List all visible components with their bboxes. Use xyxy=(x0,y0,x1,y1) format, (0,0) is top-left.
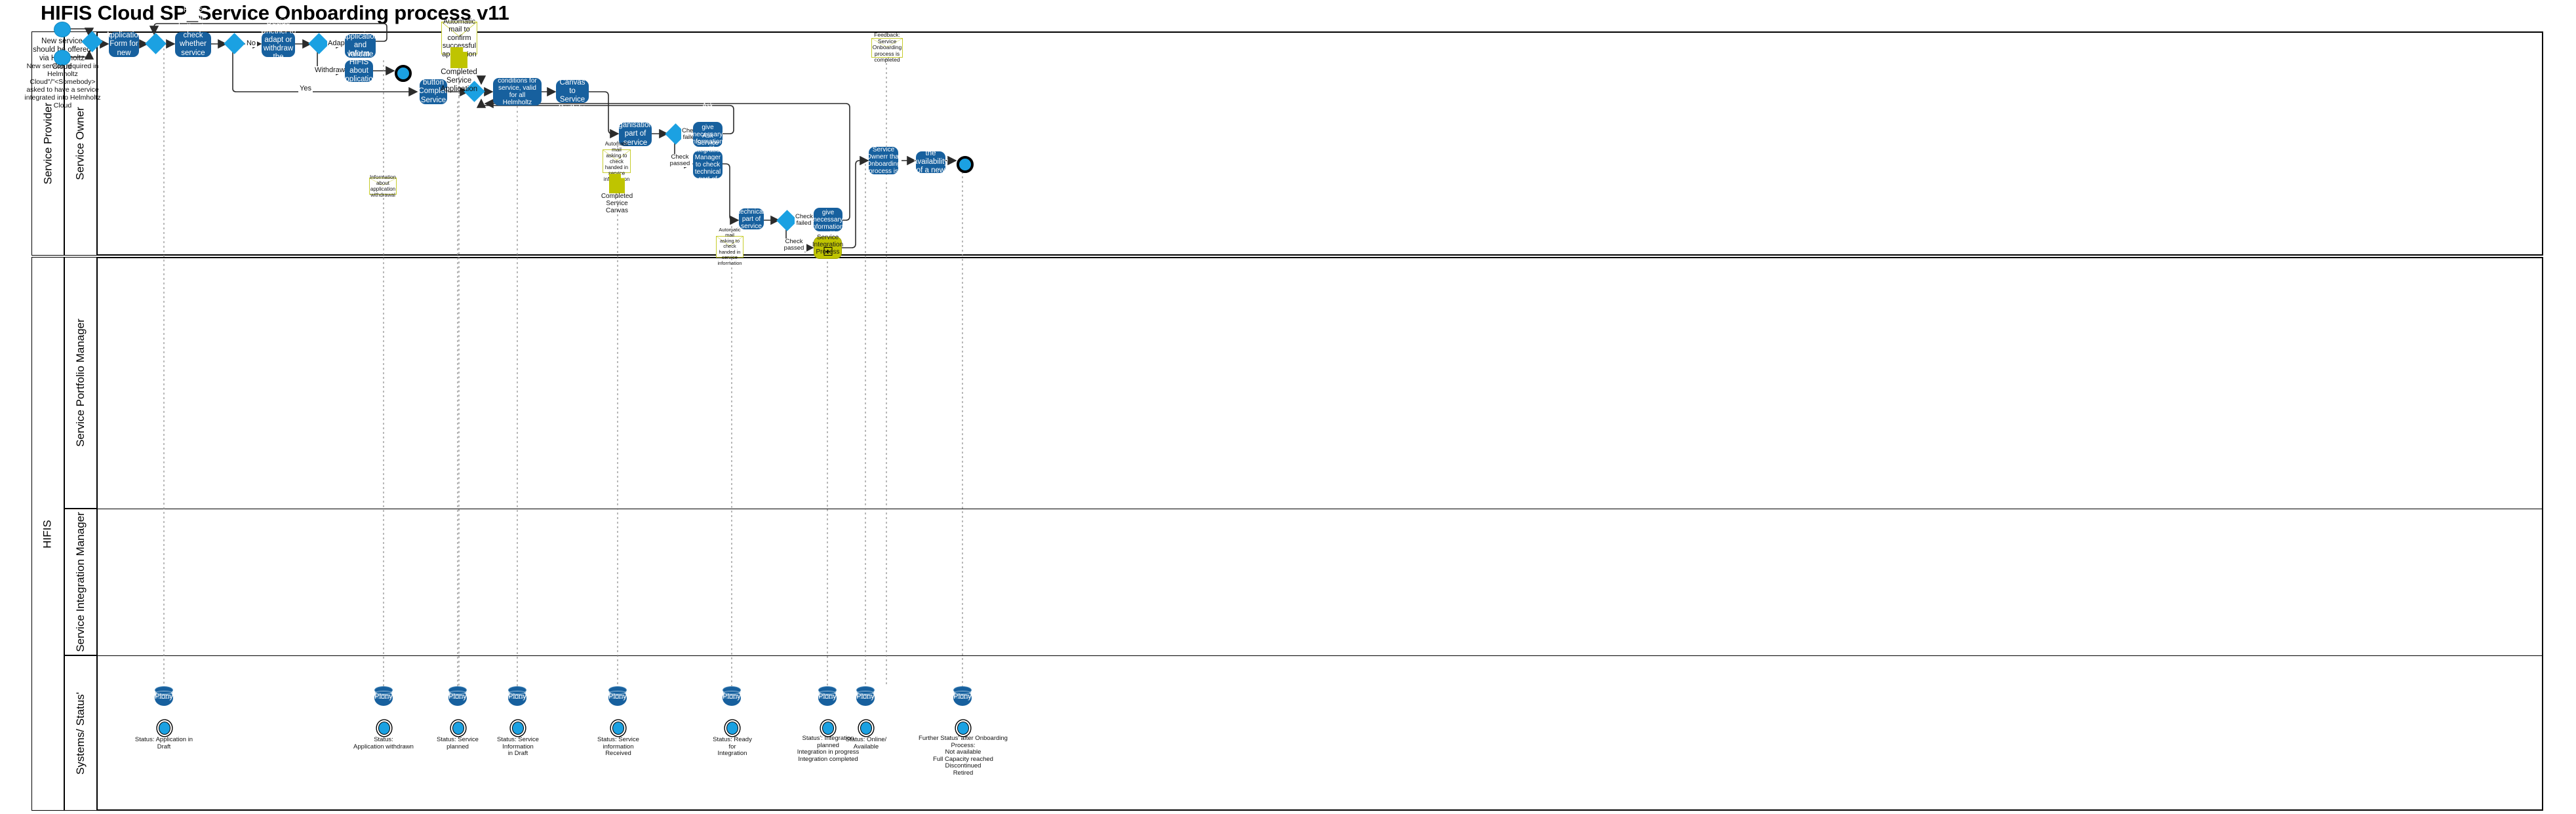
task-check-technical-part[interactable]: Check technical part of service informat… xyxy=(735,201,768,237)
status-event-4[interactable] xyxy=(512,722,524,735)
end-event-application-withdrawn[interactable] xyxy=(395,65,412,82)
task-inform-hifis-about-withdrawal[interactable]: Inform HIFIS about application withdrawa… xyxy=(341,50,377,92)
datastore-label-1: Plony xyxy=(155,693,173,701)
datastore-plony-3: Plony xyxy=(448,686,467,706)
lane-header-systems-status: Systems/ Status' xyxy=(64,655,97,811)
datastore-label-8: Plony xyxy=(856,693,875,701)
lane-label-systems-status: Systems/ Status' xyxy=(74,691,87,775)
task-ask-service-owner-info-integration[interactable]: Ask Service Owner to give necessary info… xyxy=(810,187,846,252)
datastore-plony-8: Plony xyxy=(856,686,875,706)
pool-hifis xyxy=(31,257,2543,811)
lane-body-left-border xyxy=(97,257,98,811)
datastore-plony-7: Plony xyxy=(818,686,837,706)
status-label-2: Status: Application withdrawn xyxy=(353,736,414,750)
task-adapt-application-validate-again[interactable]: Adapt application and validate again xyxy=(342,24,378,67)
status-label-3: Status: Service planned xyxy=(437,736,479,750)
datastore-label-2: Plony xyxy=(374,693,393,701)
datastore-plony-9: Plony xyxy=(953,686,972,706)
status-event-1[interactable] xyxy=(159,722,170,735)
datastore-label-4: Plony xyxy=(508,693,526,701)
status-event-3[interactable] xyxy=(452,722,464,735)
edge-label-check-passed-integration: Check passed xyxy=(782,239,806,252)
pool-header-hifis: HIFIS xyxy=(31,257,64,811)
datastore-plony-5: Plony xyxy=(608,686,627,706)
data-object-d1-label: Completed Service Application xyxy=(440,68,478,93)
datastore-label-9: Plony xyxy=(953,693,972,701)
status-label-6: Status: Ready for Integration xyxy=(713,736,752,757)
datastore-label-6: Plony xyxy=(723,693,741,701)
data-object-completed-service-canvas xyxy=(609,174,625,193)
lane-label-service-portfolio-manager: Service Portfolio Manager xyxy=(74,319,87,447)
lane-header-service-integration-manager: Service Integration Manager xyxy=(64,509,97,655)
end-event-onboarding-complete[interactable] xyxy=(957,156,974,173)
start-event-new-service-required[interactable] xyxy=(54,50,71,66)
status-label-5: Status: Service information Received xyxy=(597,736,639,757)
datastore-plony-4: Plony xyxy=(508,686,526,706)
datastore-label-7: Plony xyxy=(818,693,837,701)
pool-label-service-provider: Service Provider xyxy=(41,102,54,185)
datastore-plony-2: Plony xyxy=(374,686,393,706)
lane-header-service-portfolio-manager: Service Portfolio Manager xyxy=(64,257,97,509)
message-im1-text: Automatic mail asking to check handed in… xyxy=(717,226,742,266)
datastore-plony-1: Plony xyxy=(155,686,173,706)
status-label-9: Further Status' after Onboarding Process… xyxy=(919,735,1008,777)
lane-divider-2 xyxy=(64,655,2543,656)
edge-label-withdraw: Withdraw xyxy=(314,66,345,74)
message-pm1-text: Automatic mail asking to check handed in… xyxy=(604,140,630,182)
status-label-8: Status: Online/ Available xyxy=(845,736,887,750)
task-fill-out-application-form[interactable]: Fill out Application Form for new servic… xyxy=(105,23,143,66)
status-label-4: Status: Service Information in Draft xyxy=(497,736,539,757)
pool-label-hifis: HIFIS xyxy=(41,519,54,549)
message-automatic-mail-check-service-info-integration: Automatic mail asking to check handed in… xyxy=(716,226,743,266)
message-pm2-text: Information about application withdrawal xyxy=(369,174,397,198)
subprocess-service-integration-process[interactable]: Service Integration Process + xyxy=(812,233,844,259)
pool-service-provider xyxy=(31,31,2543,256)
datastore-label-3: Plony xyxy=(448,693,467,701)
edge-label-check-passed-portfolio: Check passed xyxy=(667,154,692,167)
task-ask-service-integration-manager[interactable]: Ask Service Integration Manager to check… xyxy=(691,132,724,197)
task-press-validate-button[interactable]: Press validate button to check whether s… xyxy=(175,6,211,83)
task-inform-service-owner-completed[interactable]: Inform Service Ownerr that Onboarding pr… xyxy=(866,139,901,182)
edge-label-adapt: Adapt xyxy=(327,39,347,47)
lane-label-service-integration-manager: Service Integration Manager xyxy=(74,512,87,652)
task-send-service-canvas[interactable]: Send Service Canvas to Service Portfolio… xyxy=(556,61,589,121)
task-announce-availability[interactable]: Announce the availability of a new servi… xyxy=(913,140,949,184)
task-press-complete-service-application[interactable]: Press the button "Complete Service Appli… xyxy=(413,70,454,113)
status-event-6[interactable] xyxy=(726,722,738,735)
datastore-plony-6: Plony xyxy=(723,686,741,706)
lane-label-service-owner: Service Owner xyxy=(74,107,87,180)
status-event-2[interactable] xyxy=(378,722,390,735)
status-event-9[interactable] xyxy=(957,722,969,735)
lane-header-service-owner: Service Owner xyxy=(64,31,97,256)
page-title: HIFIS Cloud SP_Service Onboarding proces… xyxy=(41,1,509,24)
status-event-7[interactable] xyxy=(822,722,834,735)
data-object-pd1-label: Completed Service Canvas xyxy=(601,193,633,214)
start-event-2-label: New service required in Helmholtz Cloud"… xyxy=(24,62,101,109)
edge-label-check-failed-integration: Check failed xyxy=(795,213,813,227)
pool-header-service-provider: Service Provider xyxy=(31,31,64,256)
status-event-8[interactable] xyxy=(860,722,872,735)
message-m2-text: Feedback: Service Onboarding process is … xyxy=(872,31,902,64)
edge-label-yes: Yes xyxy=(298,85,313,92)
edge-label-no: No xyxy=(245,39,257,47)
status-label-1: Status: Application in Draft xyxy=(134,736,193,750)
plus-icon[interactable]: + xyxy=(823,247,832,256)
message-feedback-onboarding-completed: Feedback: Service Onboarding process is … xyxy=(871,31,903,64)
message-automatic-mail-check-service-info-portfolio: Automatic mail asking to check handed in… xyxy=(603,140,631,182)
subprocess-label: Service Integration Process xyxy=(812,233,844,256)
status-label-7: Status': Integration planned Integration… xyxy=(797,735,860,763)
task-decide-adapt-or-withdraw[interactable]: Decide whether to adapt or withdraw the … xyxy=(260,18,296,70)
datastore-label-5: Plony xyxy=(608,693,627,701)
message-information-about-withdrawal: Information about application withdrawal xyxy=(369,174,397,198)
data-object-completed-service-application xyxy=(450,47,467,68)
task-fill-out-service-canvas[interactable]: Fill out Service Canvas incl. general us… xyxy=(493,56,542,128)
lane-body-left-border-top xyxy=(97,31,98,256)
start-event-new-service-offered[interactable] xyxy=(54,22,71,37)
status-event-5[interactable] xyxy=(612,722,624,735)
